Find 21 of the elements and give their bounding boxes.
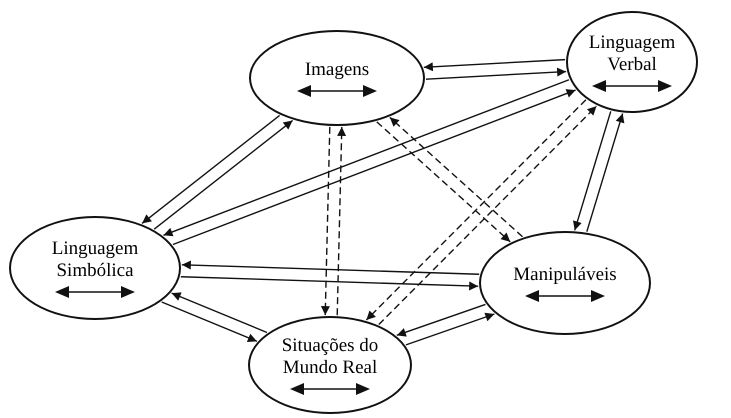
arrow: [336, 126, 346, 316]
arrow: [573, 111, 612, 231]
arrow: [180, 276, 478, 290]
node-label: Linguagem Verbal: [588, 32, 676, 76]
node-label: Imagens: [304, 59, 370, 81]
arrow: [154, 120, 294, 230]
arrow: [406, 312, 495, 346]
arrow: [171, 292, 268, 334]
node-label: Manipuláveis: [513, 264, 617, 286]
arrow: [161, 301, 258, 342]
arrow: [424, 58, 566, 72]
arrow: [376, 121, 511, 242]
node-label: Linguagem Simbólica: [50, 238, 140, 282]
node-label: Situações do Mundo Real: [280, 335, 380, 379]
arrow: [182, 260, 480, 275]
arrow: [389, 116, 523, 238]
arrow: [396, 304, 486, 337]
arrow: [320, 126, 330, 316]
arrow: [142, 114, 280, 224]
arrow: [586, 113, 624, 232]
arrow: [426, 68, 566, 80]
